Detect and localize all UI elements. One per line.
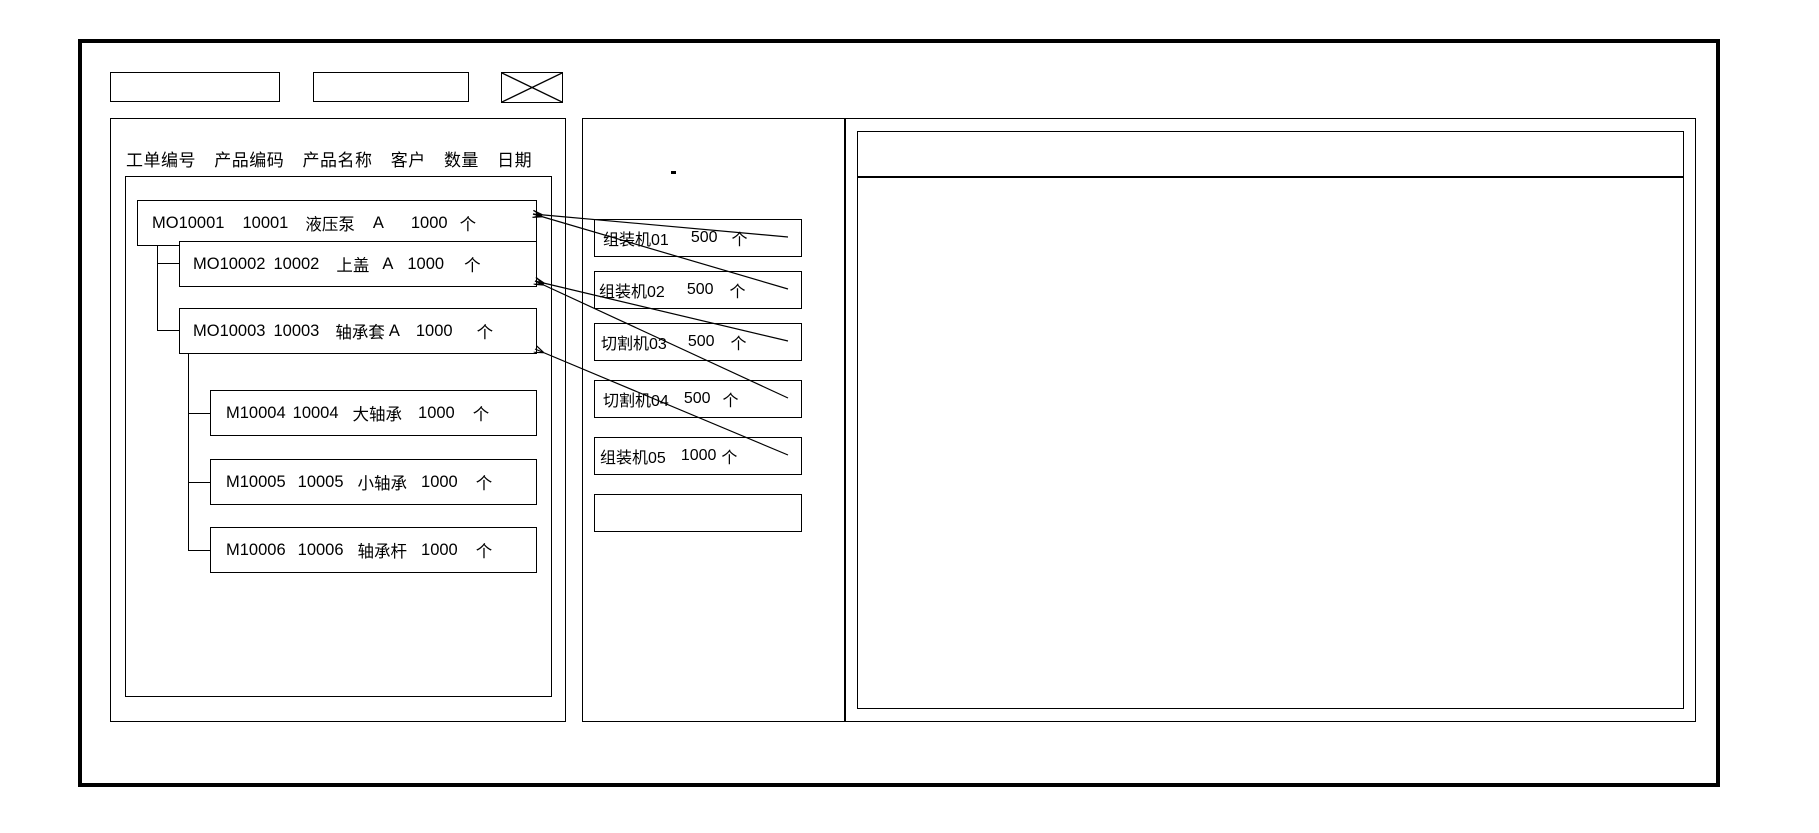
operation-unit: 个 [721, 450, 738, 467]
row-unit: 个 [464, 257, 481, 275]
row-product-code: 10001 [242, 213, 289, 232]
operation-qty: 500 [690, 229, 718, 246]
table-row[interactable]: MO10002 10002 上盖 A 1000 个 [179, 241, 537, 287]
row-qty: 1000 [418, 403, 455, 422]
row-customer: A [388, 321, 400, 340]
tree-connector-branch-1 [157, 263, 179, 265]
operation-qty: 500 [687, 333, 715, 350]
operation-machine: 组装机05 [600, 450, 666, 467]
row-product-name: 轴承杆 [357, 543, 408, 561]
list-item[interactable]: 切割机04 500 个 [594, 380, 802, 418]
list-item[interactable]: 组装机02 500 个 [594, 271, 802, 309]
row-unit: 个 [475, 543, 493, 561]
table-row[interactable]: M10006 10006 轴承杆 1000 个 [210, 527, 537, 573]
row-unit: 个 [476, 324, 494, 342]
close-x-icon[interactable] [501, 72, 563, 103]
row-order-no: MO10002 [193, 254, 266, 273]
application-window: 工单编号 产品编码 产品名称 客户 数量 日期 MO10001 [78, 39, 1720, 787]
row-order-no: M10006 [226, 540, 286, 559]
row-order-no: M10004 [226, 403, 286, 422]
row-product-name: 轴承套 [335, 324, 385, 342]
row-order-no: MO10003 [193, 321, 266, 340]
table-row[interactable]: MO10003 10003 轴承套 A 1000 个 [179, 308, 537, 354]
operation-machine: 切割机03 [601, 336, 667, 353]
operation-unit: 个 [730, 336, 747, 353]
column-header-qty: 数量 [443, 151, 479, 170]
column-headers: 工单编号 产品编码 产品名称 客户 数量 日期 [126, 146, 532, 171]
tree-connector-branch-4 [188, 482, 210, 484]
tree-connector-branch-5 [188, 550, 210, 552]
row-qty: 1000 [415, 321, 453, 340]
toolbar-field-1[interactable] [110, 72, 280, 102]
row-product-name: 上盖 [336, 257, 370, 275]
operation-qty: 500 [683, 390, 711, 407]
list-item[interactable]: 切割机03 500 个 [594, 323, 802, 361]
list-item[interactable]: 组装机01 500 个 [594, 219, 802, 257]
table-row[interactable]: MO10001 10001 液压泵 A 1000 个 [137, 200, 537, 246]
row-unit: 个 [459, 216, 477, 234]
tree-connector-trunk-1 [157, 223, 159, 331]
row-order-no: M10005 [226, 472, 286, 491]
row-product-name: 液压泵 [305, 216, 355, 234]
row-unit: 个 [472, 406, 490, 424]
row-qty: 1000 [421, 540, 458, 559]
panel-marker-dot [671, 171, 676, 174]
row-product-code: 10004 [292, 403, 339, 422]
toolbar-field-2[interactable] [313, 72, 469, 102]
tree-connector-branch-2 [157, 330, 179, 332]
column-header-date: 日期 [497, 151, 533, 170]
row-unit: 个 [475, 475, 493, 493]
work-order-list-panel: 工单编号 产品编码 产品名称 客户 数量 日期 MO10001 [110, 118, 566, 722]
operation-machine: 组装机02 [599, 284, 665, 301]
row-qty: 1000 [410, 213, 448, 232]
row-qty: 1000 [407, 254, 445, 273]
operation-unit: 个 [731, 232, 748, 249]
column-header-product-code: 产品编码 [214, 151, 285, 170]
tree-connector-branch-3 [188, 413, 210, 415]
column-header-order-no: 工单编号 [126, 151, 196, 170]
operation-machine: 切割机04 [603, 393, 669, 410]
row-qty: 1000 [421, 472, 458, 491]
row-product-code: 10003 [273, 321, 320, 340]
table-row[interactable]: M10004 10004 大轴承 1000 个 [210, 390, 537, 436]
list-item[interactable]: 组装机05 1000 个 [594, 437, 802, 475]
operation-list-panel: 组装机01 500 个 组装机02 500 个 切割机03 500 个 切割机0… [582, 118, 845, 722]
operation-unit: 个 [722, 393, 739, 410]
row-customer: A [382, 254, 394, 273]
table-row[interactable]: M10005 10005 小轴承 1000 个 [210, 459, 537, 505]
work-order-tree: MO10001 10001 液压泵 A 1000 个 MO10002 10002… [125, 176, 552, 697]
row-product-name: 大轴承 [352, 406, 403, 424]
column-header-customer: 客户 [390, 151, 426, 170]
row-product-code: 10002 [273, 254, 320, 273]
row-product-code: 10006 [297, 540, 344, 559]
column-header-product-name: 产品名称 [302, 151, 373, 170]
row-product-name: 小轴承 [357, 475, 408, 493]
row-product-code: 10005 [297, 472, 344, 491]
detail-panel [845, 118, 1696, 722]
operation-unit: 个 [729, 284, 746, 301]
operation-machine: 组装机01 [603, 232, 669, 249]
detail-grid[interactable] [857, 131, 1684, 709]
list-item[interactable] [594, 494, 802, 532]
detail-grid-header-divider [858, 176, 1683, 178]
row-order-no: MO10001 [152, 213, 225, 232]
operation-qty: 1000 [680, 447, 717, 464]
row-customer: A [372, 213, 384, 232]
operation-qty: 500 [686, 281, 714, 298]
tree-connector-trunk-2 [188, 352, 190, 551]
